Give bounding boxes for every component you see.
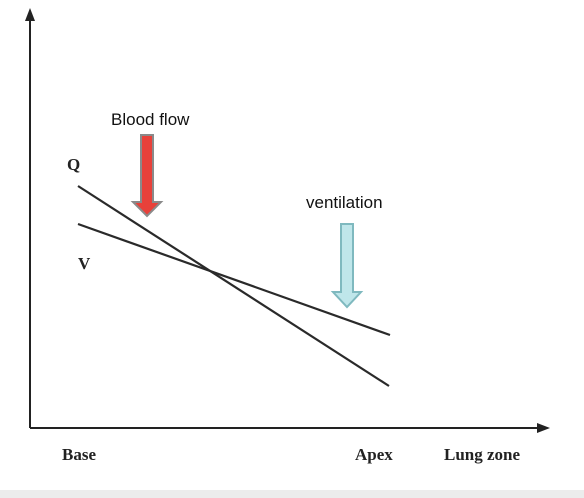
x-label-apex: Apex (355, 445, 393, 464)
q-line-label: Q (67, 155, 80, 174)
ventilation-arrow (330, 223, 364, 309)
x-axis-arrowhead (537, 423, 550, 433)
x-axis-title: Lung zone (444, 445, 520, 464)
blood-flow-arrow (130, 134, 164, 218)
y-axis-arrowhead (25, 8, 35, 21)
bottom-strip (0, 490, 584, 498)
ventilation-label: ventilation (306, 193, 383, 212)
q-line (77, 185, 390, 387)
v-line-label: V (78, 254, 91, 273)
v-line (77, 222, 391, 337)
blood-flow-label: Blood flow (111, 110, 190, 129)
x-label-base: Base (62, 445, 96, 464)
